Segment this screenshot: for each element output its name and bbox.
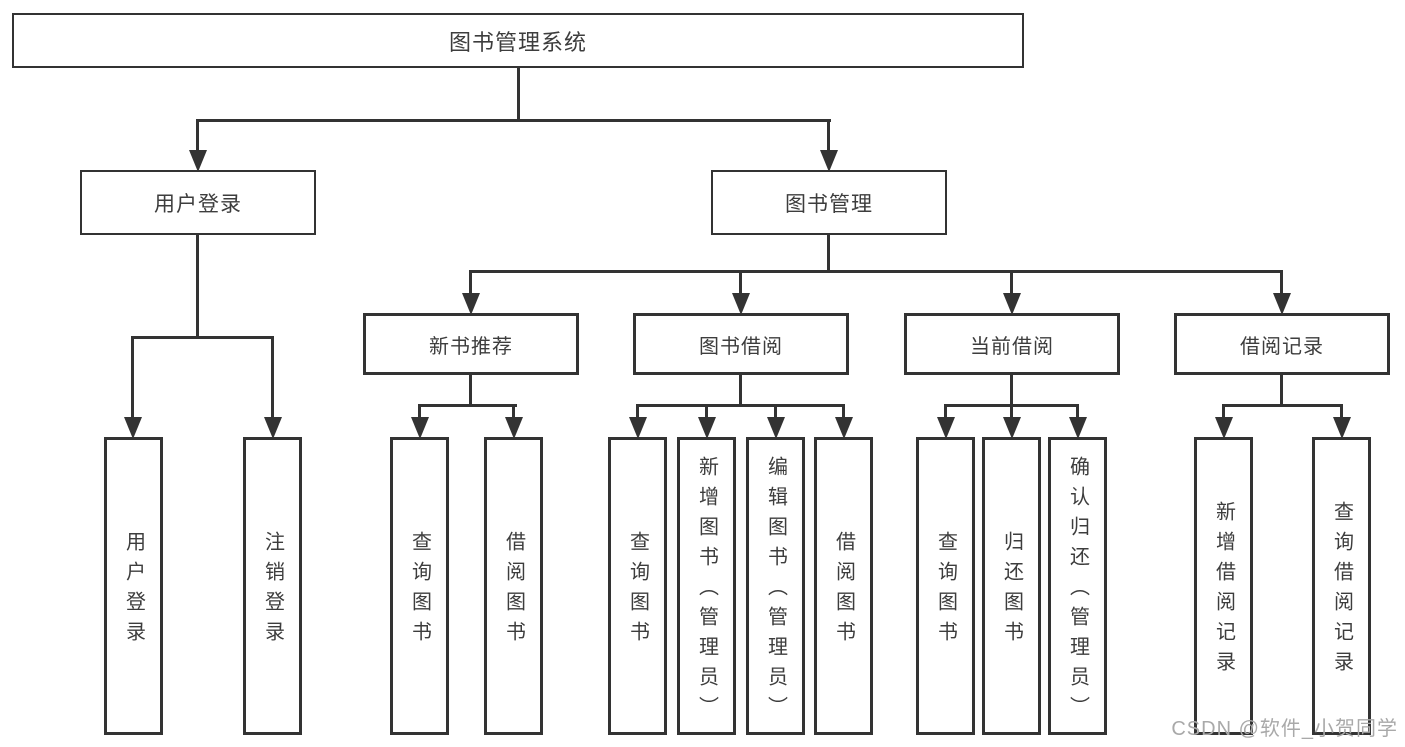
connector-line [469, 375, 472, 407]
connector-line [512, 404, 515, 421]
node-label: 查询图书 [408, 531, 431, 651]
leaf-query-borrow-record: 查询借阅记录 [1312, 437, 1371, 735]
connector-line [271, 336, 274, 421]
node-label: 新增借阅记录 [1212, 501, 1235, 681]
arrowhead [1003, 417, 1021, 439]
connector-line [705, 404, 708, 421]
connector-line [774, 404, 777, 421]
node-label: 图书借阅 [699, 335, 783, 358]
node-user-login: 用户登录 [80, 170, 316, 235]
node-label: 用户登录 [122, 531, 145, 651]
leaf-return-books: 归还图书 [982, 437, 1041, 735]
node-label: 图书管理 [785, 192, 873, 216]
node-borrow-records: 借阅记录 [1174, 313, 1390, 375]
node-label: 新书推荐 [429, 335, 513, 358]
arrowhead [820, 150, 838, 172]
node-label: 新增图书（管理员） [695, 456, 718, 726]
connector-line [944, 404, 947, 421]
connector-line [196, 119, 831, 122]
node-label: 归还图书 [1000, 531, 1023, 651]
arrowhead [732, 293, 750, 315]
connector-line [827, 119, 830, 154]
arrowhead [937, 417, 955, 439]
arrowhead [1069, 417, 1087, 439]
node-label: 借阅图书 [502, 531, 525, 651]
leaf-borrow-books: 借阅图书 [814, 437, 873, 735]
node-label: 借阅图书 [832, 531, 855, 651]
arrowhead [411, 417, 429, 439]
connector-line [739, 375, 742, 407]
leaf-edit-books-admin: 编辑图书（管理员） [746, 437, 805, 735]
connector-line [131, 336, 274, 339]
connector-line [418, 404, 517, 407]
node-label: 用户登录 [154, 192, 242, 216]
arrowhead [264, 417, 282, 439]
node-label: 查询图书 [934, 531, 957, 651]
leaf-user-login: 用户登录 [104, 437, 163, 735]
arrowhead [1003, 293, 1021, 315]
arrowhead [835, 417, 853, 439]
leaf-borrow-books-recommend: 借阅图书 [484, 437, 543, 735]
connector-line [842, 404, 845, 421]
node-label: 查询图书 [626, 531, 649, 651]
connector-line [418, 404, 421, 421]
connector-line [469, 270, 1283, 273]
node-label: 注销登录 [261, 531, 284, 651]
connector-line [517, 68, 520, 121]
connector-line [1010, 270, 1013, 297]
arrowhead [698, 417, 716, 439]
connector-line [196, 119, 199, 154]
arrowhead [462, 293, 480, 315]
arrowhead [767, 417, 785, 439]
connector-line [1280, 375, 1283, 407]
node-current-borrow: 当前借阅 [904, 313, 1120, 375]
connector-line [1340, 404, 1343, 421]
connector-line [1010, 375, 1013, 407]
arrowhead [1273, 293, 1291, 315]
connector-line [827, 235, 830, 273]
arrowhead [189, 150, 207, 172]
leaf-logout-login: 注销登录 [243, 437, 302, 735]
arrowhead [124, 417, 142, 439]
node-label: 确认归还（管理员） [1066, 456, 1089, 726]
leaf-confirm-return-admin: 确认归还（管理员） [1048, 437, 1107, 735]
node-new-book-recommend: 新书推荐 [363, 313, 579, 375]
node-root: 图书管理系统 [12, 13, 1024, 68]
connector-line [131, 336, 134, 421]
connector-line [1222, 404, 1343, 407]
node-label: 编辑图书（管理员） [764, 456, 787, 726]
leaf-add-borrow-record: 新增借阅记录 [1194, 437, 1253, 735]
node-label: 查询借阅记录 [1330, 501, 1353, 681]
arrowhead [629, 417, 647, 439]
node-label: 借阅记录 [1240, 335, 1324, 358]
arrowhead [1333, 417, 1351, 439]
node-book-borrow: 图书借阅 [633, 313, 849, 375]
arrowhead [1215, 417, 1233, 439]
leaf-query-books-borrow: 查询图书 [608, 437, 667, 735]
leaf-add-books-admin: 新增图书（管理员） [677, 437, 736, 735]
arrowhead [505, 417, 523, 439]
node-book-management: 图书管理 [711, 170, 947, 235]
connector-line [469, 270, 472, 297]
connector-line [739, 270, 742, 297]
connector-line [636, 404, 845, 407]
connector-line [196, 235, 199, 339]
connector-line [636, 404, 639, 421]
connector-line [1280, 270, 1283, 297]
connector-line [1222, 404, 1225, 421]
connector-line [1076, 404, 1079, 421]
leaf-query-books-recommend: 查询图书 [390, 437, 449, 735]
node-label: 图书管理系统 [448, 29, 587, 55]
connector-line [1010, 404, 1013, 421]
leaf-query-books-current: 查询图书 [916, 437, 975, 735]
node-label: 当前借阅 [970, 335, 1054, 358]
watermark: CSDN @软件_小贺同学 [1171, 718, 1398, 740]
